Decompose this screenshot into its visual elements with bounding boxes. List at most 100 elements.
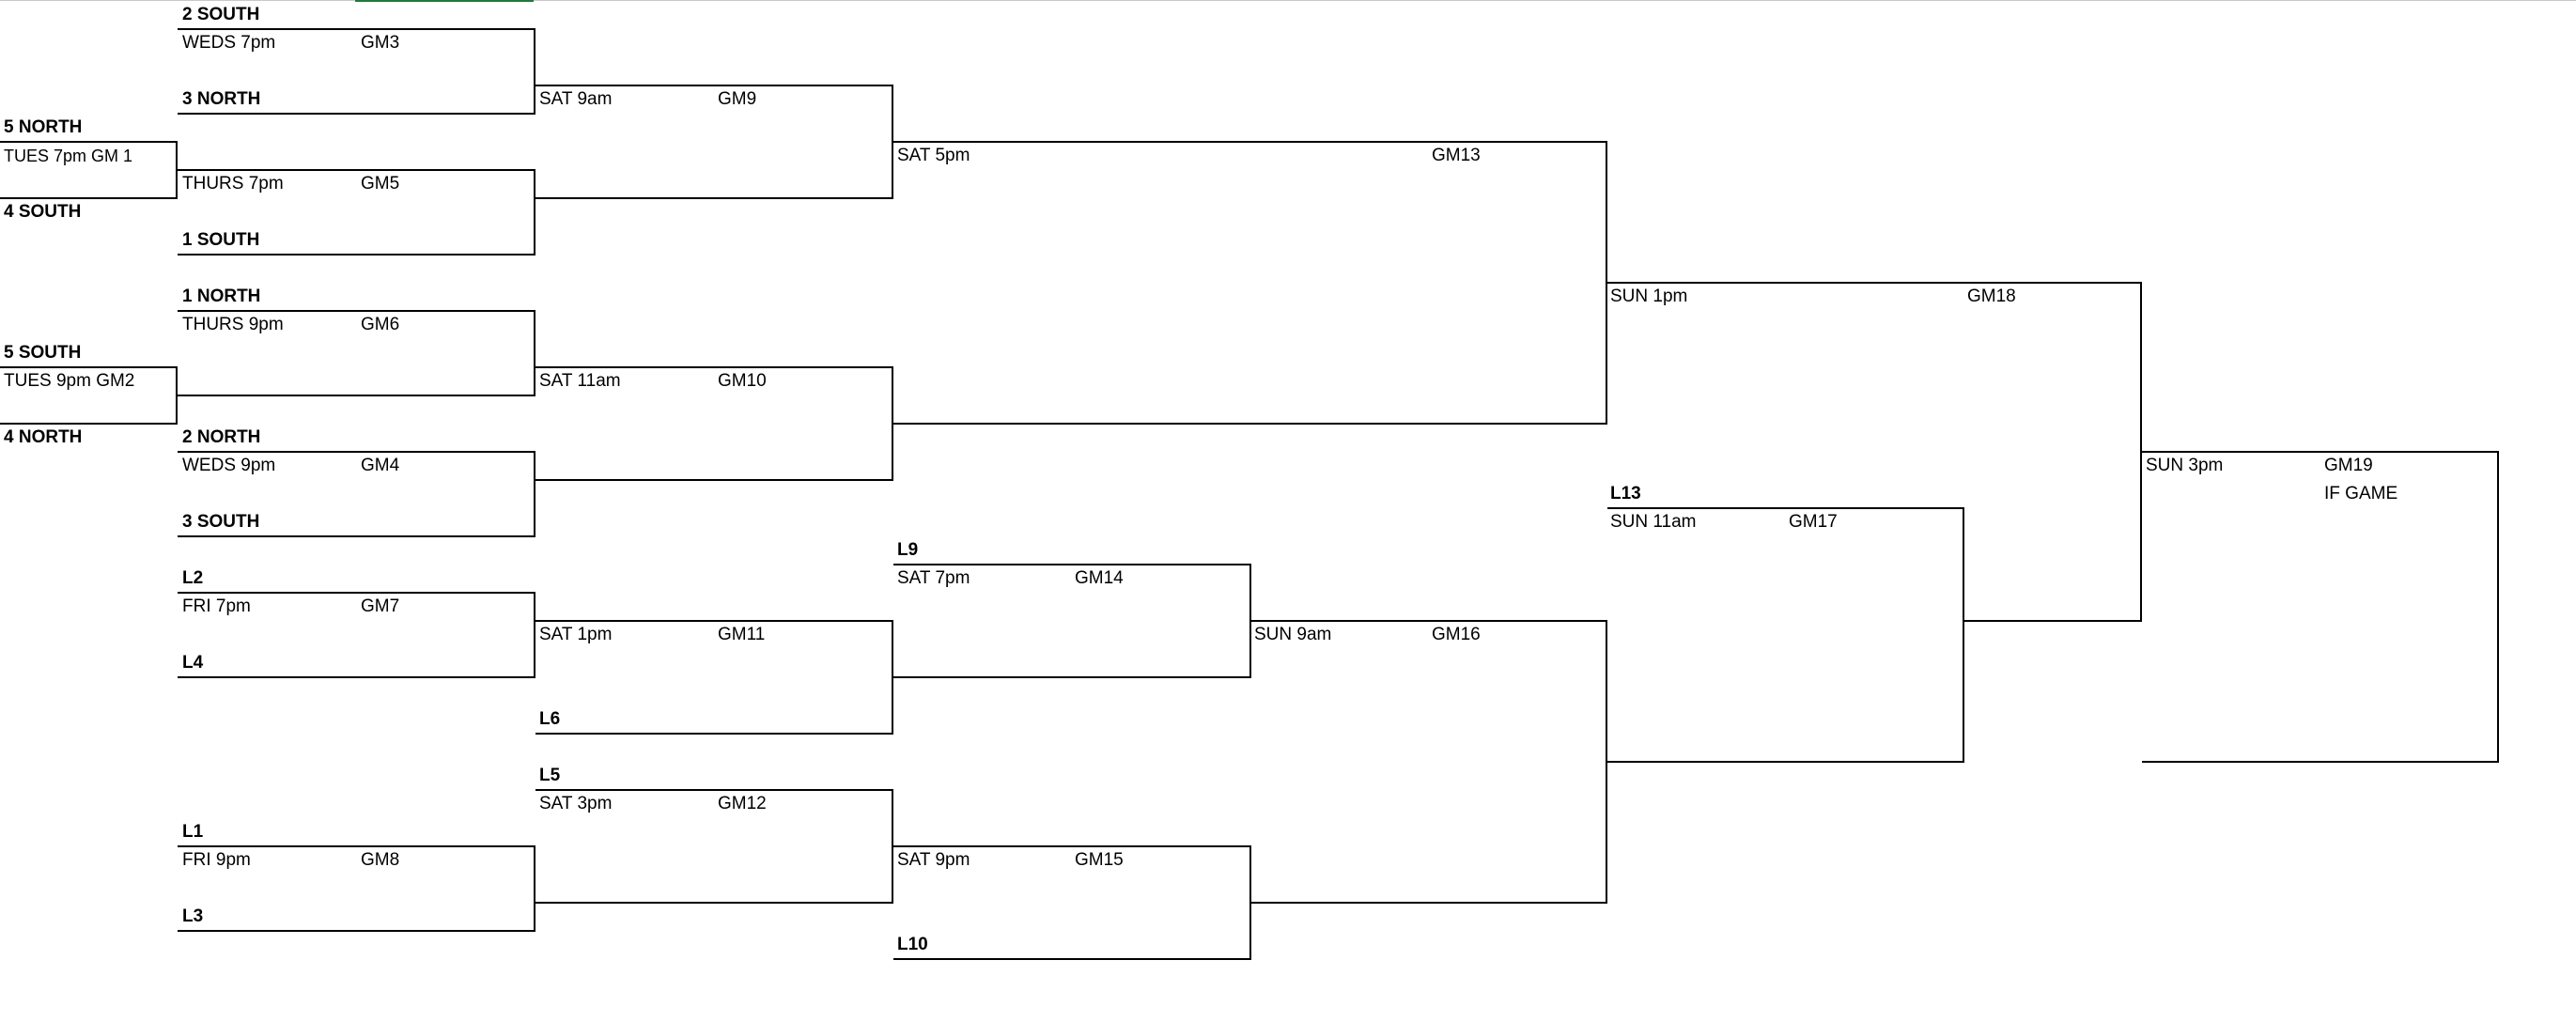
- bracket-line: [892, 85, 893, 199]
- bracket-line: [1251, 902, 1607, 904]
- bracket-line: [0, 197, 178, 199]
- game-time-label: SAT 7pm: [897, 568, 970, 588]
- game-time-label: SUN 1pm: [1610, 286, 1688, 306]
- game-number-label: GM18: [1967, 286, 2016, 306]
- bracket-line: [535, 479, 893, 481]
- team-seed-label: L10: [897, 935, 928, 954]
- game-time-label: SAT 3pm: [539, 794, 613, 813]
- bracket-line: [176, 141, 178, 199]
- bracket-line: [178, 676, 535, 678]
- bracket-line: [534, 310, 535, 396]
- selected-column-accent: [355, 0, 534, 2]
- bracket-line: [892, 366, 893, 481]
- bracket-line: [534, 592, 535, 678]
- game-number-label: GM3: [361, 33, 400, 53]
- bracket-line: [893, 676, 1251, 678]
- game-time-label: SUN 11am: [1610, 512, 1697, 532]
- bracket-line: [535, 902, 893, 904]
- bracket-line: [535, 789, 893, 791]
- bracket-line: [535, 197, 893, 199]
- bracket-line: [178, 451, 535, 453]
- bracket-line: [534, 451, 535, 537]
- bracket-line: [1607, 761, 1964, 763]
- team-seed-label: 2 SOUTH: [182, 5, 260, 24]
- game-number-label: GM7: [361, 596, 400, 616]
- bracket-line: [176, 366, 178, 425]
- team-seed-label: 1 SOUTH: [182, 230, 260, 250]
- bracket-line: [893, 423, 1607, 425]
- game-time-label: SUN 3pm: [2146, 456, 2224, 475]
- bracket-line: [1251, 620, 1607, 622]
- game-number-label: GM9: [718, 89, 757, 109]
- bracket-line: [178, 254, 535, 256]
- bracket-line: [892, 620, 893, 735]
- game-time-label: THURS 9pm: [182, 315, 284, 334]
- bracket-line: [2142, 451, 2499, 453]
- game-schedule-label: TUES 9pm GM2: [4, 371, 135, 391]
- game-time-label: SAT 5pm: [897, 146, 970, 165]
- bracket-line: [535, 620, 893, 622]
- bracket-line: [535, 733, 893, 735]
- game-time-label: SAT 9am: [539, 89, 613, 109]
- bracket-line: [1964, 620, 2142, 622]
- team-seed-label: L9: [897, 540, 919, 560]
- game-time-label: SAT 11am: [539, 371, 621, 391]
- team-seed-label: 4 SOUTH: [4, 202, 82, 222]
- team-seed-label: L1: [182, 822, 204, 842]
- game-time-label: SAT 1pm: [539, 625, 613, 644]
- bracket-line: [1249, 564, 1251, 678]
- team-seed-label: 1 NORTH: [182, 286, 261, 306]
- team-seed-label: L5: [539, 766, 561, 785]
- bracket-line: [535, 85, 893, 86]
- game-number-label: GM6: [361, 315, 400, 334]
- bracket-line: [178, 930, 535, 932]
- game-number-label: GM11: [718, 625, 766, 644]
- game-number-label: GM15: [1075, 850, 1124, 870]
- game-time-label: WEDS 9pm: [182, 456, 276, 475]
- team-seed-label: 3 NORTH: [182, 89, 261, 109]
- game-number-label: GM8: [361, 850, 400, 870]
- bracket-line: [534, 169, 535, 256]
- bracket-line: [892, 789, 893, 904]
- bracket-line: [893, 141, 1607, 143]
- sheet-top-rule: [0, 0, 2576, 1]
- bracket-line: [1963, 507, 1964, 763]
- bracket-line: [535, 366, 893, 368]
- bracket-line: [2497, 451, 2499, 763]
- team-seed-label: L3: [182, 906, 204, 926]
- bracket-line: [893, 958, 1251, 960]
- game-number-label: GM12: [718, 794, 767, 813]
- game-time-label: WEDS 7pm: [182, 33, 276, 53]
- bracket-line: [1249, 845, 1251, 960]
- bracket-line: [0, 141, 178, 143]
- bracket-line: [1607, 507, 1964, 509]
- bracket-line: [178, 28, 535, 30]
- bracket-line: [893, 845, 1251, 847]
- game-number-label: GM14: [1075, 568, 1124, 588]
- game-number-label: GM13: [1432, 146, 1481, 165]
- game-number-label: GM16: [1432, 625, 1481, 644]
- game-schedule-label: TUES 7pm GM 1: [4, 147, 133, 165]
- game-time-label: FRI 7pm: [182, 596, 251, 616]
- if-game-note: IF GAME: [2324, 484, 2398, 503]
- bracket-line: [178, 310, 535, 312]
- game-number-label: GM19: [2324, 456, 2373, 475]
- game-number-label: GM4: [361, 456, 400, 475]
- team-seed-label: 4 NORTH: [4, 427, 83, 447]
- game-number-label: GM5: [361, 174, 400, 194]
- team-seed-label: L6: [539, 709, 561, 729]
- bracket-line: [178, 592, 535, 594]
- game-time-label: FRI 9pm: [182, 850, 251, 870]
- bracket-line: [2140, 282, 2142, 622]
- bracket-line: [178, 535, 535, 537]
- bracket-line: [0, 366, 178, 368]
- team-seed-label: L13: [1610, 484, 1641, 503]
- bracket-line: [534, 28, 535, 115]
- bracket-line: [1607, 282, 2142, 284]
- bracket-line: [178, 169, 535, 171]
- bracket-line: [178, 845, 535, 847]
- bracket-line: [2142, 761, 2499, 763]
- bracket-line: [1606, 620, 1607, 904]
- bracket-line: [893, 564, 1251, 565]
